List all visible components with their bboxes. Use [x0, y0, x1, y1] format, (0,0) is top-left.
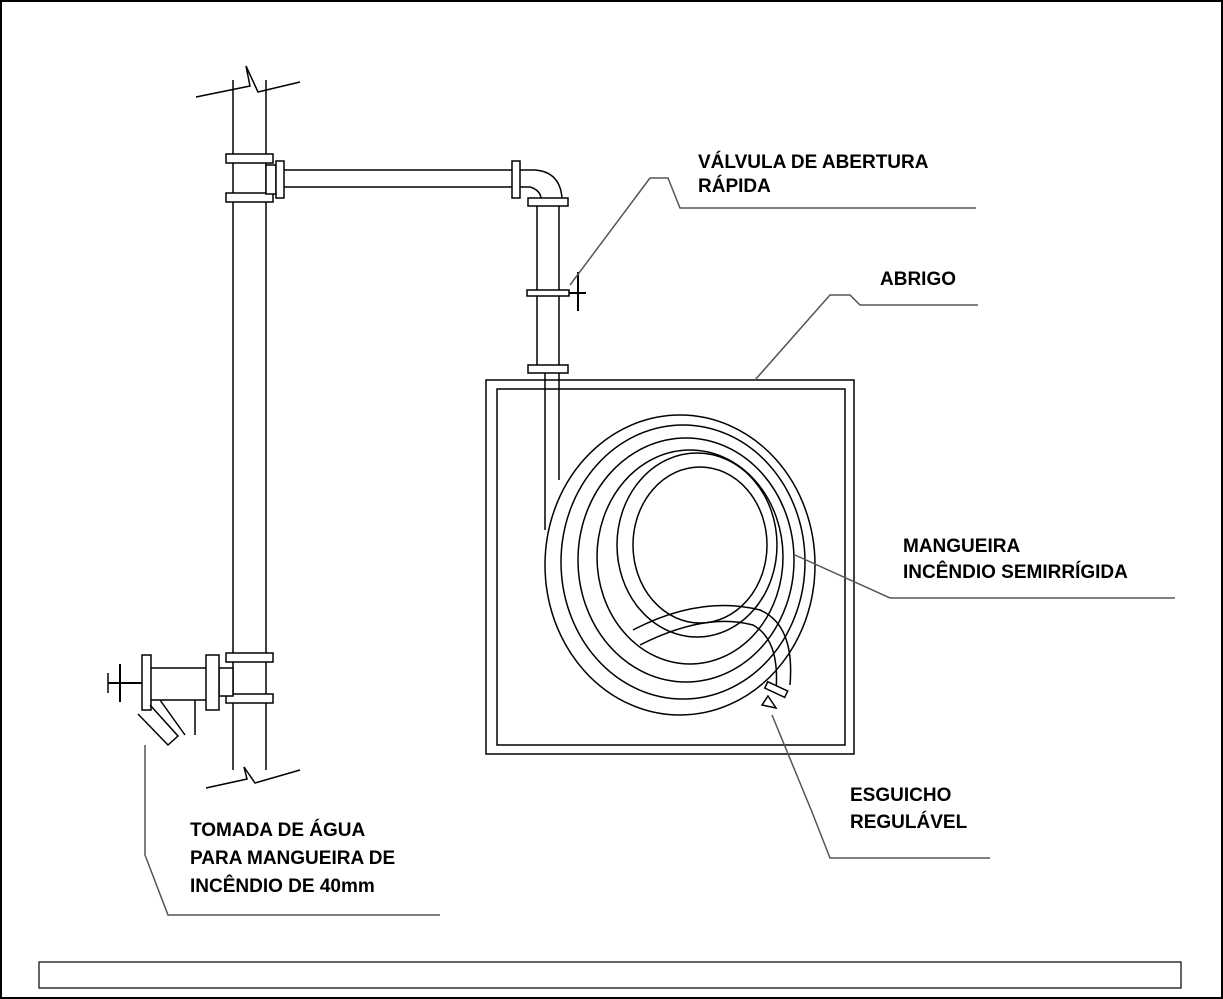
leader-cabinet [754, 294, 978, 381]
leader-outlet [144, 745, 440, 916]
hose-coil [544, 373, 816, 716]
cabinet [485, 379, 855, 755]
label-nozzle-line1: ESGUICHO [850, 785, 951, 806]
break-line-bottom [205, 766, 301, 789]
branch-pipe [265, 160, 586, 374]
pipe-elbow [520, 169, 563, 199]
riser-pipe [195, 65, 301, 789]
label-outlet-line1: TOMADA DE ÁGUA [190, 819, 366, 841]
label-valve-line1: VÁLVULA DE ABERTURA [698, 151, 929, 173]
leader-nozzle [771, 714, 990, 859]
label-hose-line2: INCÊNDIO SEMIRRÍGIDA [903, 561, 1128, 583]
label-nozzle-line2: REGULÁVEL [850, 811, 968, 833]
label-cabinet: ABRIGO [880, 269, 956, 290]
riser-flange [225, 693, 274, 704]
cabinet-outer [485, 379, 855, 755]
label-hose-line1: MANGUEIRA [903, 536, 1020, 557]
break-line-top [195, 65, 301, 98]
leader-hose [794, 554, 1175, 599]
riser-flange [225, 153, 274, 164]
label-outlet-line3: INCÊNDIO DE 40mm [190, 875, 375, 897]
label-outlet-line2: PARA MANGUEIRA DE [190, 848, 395, 869]
label-valve-line2: RÁPIDA [698, 175, 771, 197]
floor-slab [38, 961, 1182, 989]
riser-flange [225, 652, 274, 663]
cabinet-inner [496, 388, 846, 746]
nozzle [760, 680, 789, 710]
water-outlet-valve [107, 654, 234, 747]
riser-flange [225, 192, 274, 203]
leader-valve [569, 177, 976, 286]
